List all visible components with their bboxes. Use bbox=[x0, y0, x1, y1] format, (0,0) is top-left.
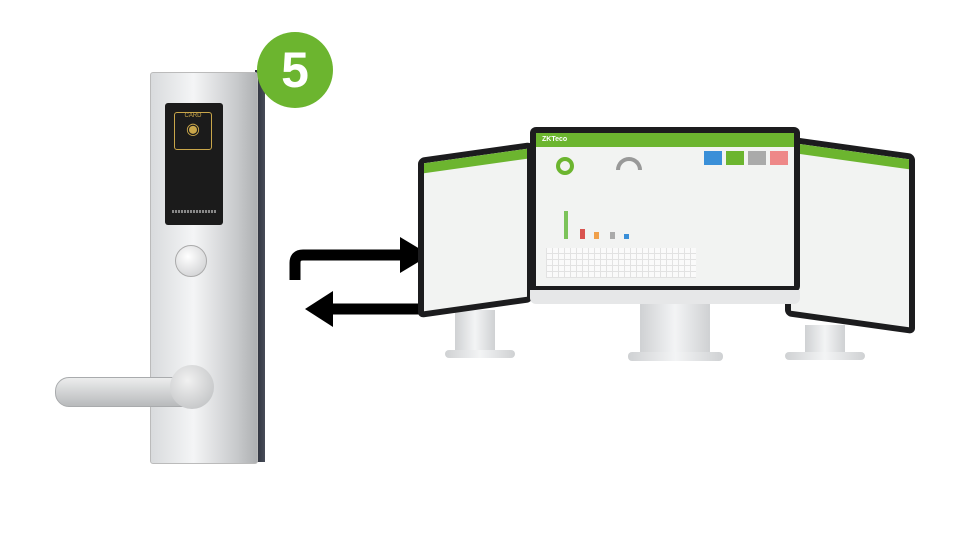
bar-green bbox=[564, 211, 568, 239]
monitor-base-center bbox=[628, 352, 723, 361]
monitor-center: ZKTeco bbox=[530, 127, 800, 292]
tile-red bbox=[770, 151, 788, 165]
app-brand: ZKTeco bbox=[536, 133, 794, 147]
monitor-base-left bbox=[445, 350, 515, 358]
tile-blue bbox=[704, 151, 722, 165]
monitor-left bbox=[418, 141, 533, 319]
donut-chart bbox=[556, 157, 574, 175]
monitor-base-right bbox=[785, 352, 865, 360]
gauge-chart bbox=[616, 157, 642, 170]
monitor-left-screen bbox=[424, 148, 527, 312]
led-strip bbox=[172, 210, 216, 213]
bar-blue bbox=[624, 234, 629, 239]
dashboard-screen: ZKTeco bbox=[536, 133, 794, 286]
monitor-right-screen bbox=[791, 142, 909, 328]
tile-gray bbox=[748, 151, 766, 165]
card-label: CARD bbox=[184, 113, 202, 119]
handle-rosette bbox=[170, 365, 214, 409]
key-cylinder-cover bbox=[175, 245, 207, 277]
monitor-stand-left bbox=[455, 310, 495, 355]
monitor-stand-right bbox=[805, 325, 845, 355]
monitor-right bbox=[785, 135, 915, 335]
step-number-badge: 5 bbox=[257, 32, 333, 108]
rfid-card-icon: CARD◉ bbox=[174, 112, 212, 150]
lock-side-edge bbox=[255, 70, 265, 462]
monitor-stand-center bbox=[640, 300, 710, 355]
tile-green bbox=[726, 151, 744, 165]
grid-chart bbox=[546, 248, 696, 278]
bar-orange bbox=[594, 232, 599, 239]
monitor-chin bbox=[530, 290, 800, 304]
bar-gray bbox=[610, 232, 615, 239]
bar-red bbox=[580, 229, 585, 239]
